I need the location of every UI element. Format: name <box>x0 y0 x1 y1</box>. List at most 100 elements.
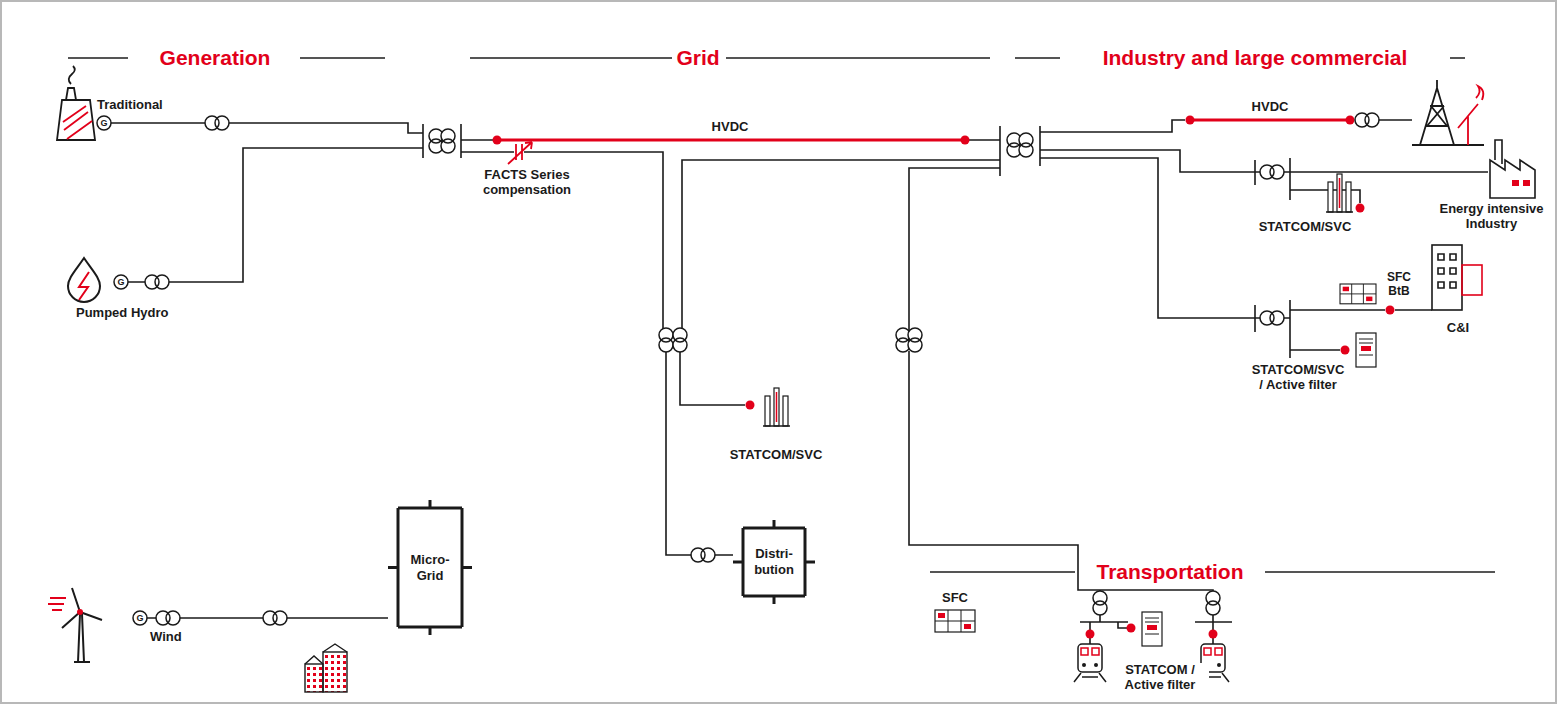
pumped-hydro-icon <box>79 272 89 300</box>
transformer-symbols <box>1260 311 1284 325</box>
factory-icon <box>1490 140 1535 198</box>
bus-bar <box>733 561 743 564</box>
one-line-diagram <box>1356 204 1365 213</box>
transformer-symbols <box>441 129 455 153</box>
section-rules <box>68 58 1495 572</box>
component-label: SFC BtB <box>1378 271 1420 299</box>
hvdc-links <box>1186 116 1195 125</box>
wind-turbine-icon <box>62 588 102 628</box>
component-label: FACTS Series compensation <box>473 168 581 198</box>
hvdc-links <box>493 116 1355 145</box>
commercial-building-icon <box>1432 245 1482 310</box>
transformer-symbols <box>1007 133 1021 157</box>
bus-bar <box>462 566 472 569</box>
transformer-symbols <box>156 611 180 625</box>
hvdc-links <box>493 136 502 145</box>
generator-letter: G <box>117 277 124 287</box>
transformer-symbols <box>145 275 169 289</box>
one-line-diagram <box>1086 630 1095 639</box>
transformer-symbols <box>205 116 229 130</box>
facts-series-capacitor <box>508 142 532 164</box>
component-label: Energy intensive Industry <box>1430 202 1553 232</box>
svc-icon <box>1326 174 1353 212</box>
busbar-wires <box>111 120 1488 644</box>
transformer-symbols <box>896 328 910 352</box>
transformer-symbols <box>1019 133 1033 157</box>
busbar-wires <box>128 148 423 282</box>
busbar-wires <box>1290 349 1340 351</box>
transformer-symbols <box>1260 165 1284 179</box>
oil-rig-icon <box>1412 80 1484 145</box>
busbar-wires <box>423 124 461 158</box>
busbar-wires <box>111 123 423 133</box>
hvdc-links <box>1190 119 1350 122</box>
power-plant-icon <box>57 100 95 140</box>
transformer-symbols <box>429 129 443 153</box>
busbar-wires <box>1040 158 1290 358</box>
hvdc-links <box>1346 116 1355 125</box>
transformer-symbols <box>659 328 673 352</box>
factory-icon <box>1512 180 1519 186</box>
section-heading: Industry and large commercial <box>1099 46 1412 70</box>
power-plant-icon <box>63 106 92 139</box>
wind-turbine-icon <box>48 598 66 610</box>
section-heading: Transportation <box>1092 560 1247 584</box>
bus-bar <box>429 627 432 635</box>
component-label: Wind <box>146 630 186 645</box>
transformer-symbols <box>908 328 922 352</box>
transformer-symbols <box>1093 591 1107 615</box>
wind-turbine-icon <box>77 609 83 615</box>
power-plant-icon <box>69 66 75 84</box>
busbar-wires <box>1118 622 1127 628</box>
busbar-wires <box>1040 120 1185 132</box>
busbar-wires <box>461 139 497 141</box>
bus-bar <box>429 500 432 508</box>
generator-symbols <box>114 275 128 289</box>
bus-bar <box>773 596 776 604</box>
one-line-diagram <box>1341 346 1350 355</box>
component-label: C&I <box>1443 321 1473 336</box>
buildings-icon <box>305 644 347 692</box>
commercial-building-icon <box>1462 265 1482 295</box>
commercial-building-icon <box>1432 245 1462 310</box>
distribution-bus: Distri- bution <box>733 520 815 604</box>
one-line-diagram <box>1209 630 1218 639</box>
buildings-icon <box>323 652 347 692</box>
one-line-diagram <box>1127 624 1136 633</box>
transformer-symbols <box>673 328 687 352</box>
hvdc-links <box>497 139 965 142</box>
transformer-symbols <box>691 548 715 562</box>
busbar-wires <box>682 160 1000 330</box>
section-heading: Grid <box>672 46 723 70</box>
generator-letter: G <box>100 118 107 128</box>
buildings-icon <box>305 644 347 664</box>
node-label: Distri- bution <box>750 546 798 577</box>
microgrid-bus: Micro- Grid <box>388 500 472 635</box>
transformer-symbols <box>1206 591 1220 615</box>
component-label: Traditional <box>93 98 167 113</box>
pumped-hydro-icon <box>68 258 100 302</box>
busbar-wires <box>666 351 733 555</box>
component-label: Pumped Hydro <box>72 306 172 321</box>
wind-turbine-icon <box>48 588 102 662</box>
statcom-cabinet-icon <box>1142 612 1162 646</box>
component-label: SFC <box>938 591 972 606</box>
sfc-btb-icon <box>1340 284 1376 304</box>
factory-icon <box>1523 180 1530 186</box>
power-plant-icon <box>57 66 95 140</box>
component-label: STATCOM/SVC <box>726 448 827 463</box>
link-label: HVDC <box>1248 100 1293 115</box>
one-line-diagram <box>746 401 755 410</box>
busbar-wires <box>909 168 1000 330</box>
one-line-diagram <box>1386 306 1395 315</box>
facts-series-capacitor <box>508 142 532 164</box>
section-heading: Generation <box>156 46 275 70</box>
factory-icon <box>1490 160 1535 198</box>
bus-bar <box>805 561 815 564</box>
hvdc-links <box>961 136 970 145</box>
bus-bar <box>388 566 398 569</box>
section-rules <box>68 58 1495 572</box>
svc-icon <box>763 388 790 426</box>
